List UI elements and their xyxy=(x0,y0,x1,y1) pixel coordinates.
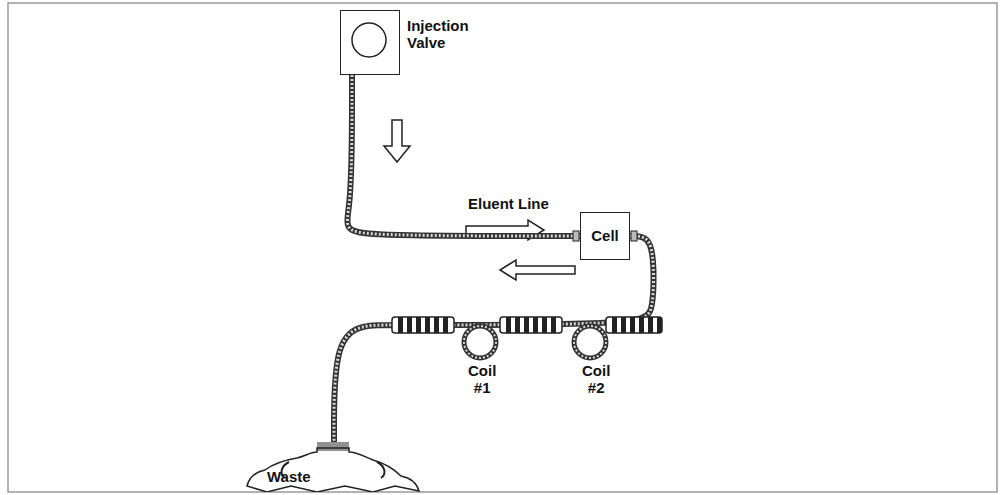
cap-thread xyxy=(317,450,349,451)
flow-arrow xyxy=(500,260,575,280)
cap-thread xyxy=(317,444,349,445)
border-frame xyxy=(8,3,997,492)
tubing-coil xyxy=(574,326,606,358)
tubing xyxy=(334,236,654,442)
fitting-band xyxy=(434,317,439,333)
fitting-band xyxy=(416,317,421,333)
tubing xyxy=(347,75,580,236)
flow-arrow xyxy=(384,120,410,162)
cap-thread xyxy=(317,442,349,443)
union-fitting xyxy=(392,317,454,333)
union-fitting xyxy=(500,317,562,333)
fitting-band xyxy=(524,317,529,333)
fitting-band xyxy=(407,317,412,333)
fitting-band xyxy=(648,317,653,333)
coil-label: Coil #1 xyxy=(468,362,496,397)
tubing xyxy=(347,75,580,236)
line-label: Eluent Line xyxy=(466,195,551,212)
fitting-band xyxy=(506,317,511,333)
fitting-band xyxy=(425,317,430,333)
fitting-band xyxy=(551,317,556,333)
fitting-band xyxy=(398,317,403,333)
fitting-band xyxy=(621,317,626,333)
tubing-coil xyxy=(574,326,606,358)
valve-label: Injection Valve xyxy=(407,17,469,52)
valve-rotor xyxy=(352,23,386,57)
fitting-band xyxy=(612,317,617,333)
union-fitting xyxy=(500,317,562,333)
cap-thread xyxy=(317,446,349,447)
bottle-outline xyxy=(247,448,419,492)
cell-box: Cell xyxy=(580,212,630,260)
cell-port xyxy=(573,231,579,241)
tubing xyxy=(334,236,654,442)
fitting-band xyxy=(443,317,448,333)
cap-thread xyxy=(317,448,349,449)
tubing xyxy=(334,236,654,442)
union-fitting xyxy=(392,317,454,333)
union-fitting xyxy=(606,317,662,333)
waste-label: Waste xyxy=(267,468,311,485)
tubing xyxy=(347,75,580,236)
tubing-coil xyxy=(464,326,496,358)
fitting-band xyxy=(533,317,538,333)
tubing-coil xyxy=(464,326,496,358)
fitting-band xyxy=(657,317,662,333)
fitting-band xyxy=(630,317,635,333)
fitting-band xyxy=(515,317,520,333)
waste-bottle: Waste xyxy=(245,442,421,492)
valve-rotor xyxy=(341,11,398,73)
fitting-band xyxy=(542,317,547,333)
cell-port xyxy=(631,231,637,241)
fitting-band xyxy=(639,317,644,333)
injection-valve: Injection Valve xyxy=(340,10,400,75)
cell-label: Cell xyxy=(591,227,619,244)
union-fitting xyxy=(606,317,662,333)
coil-label: Coil #2 xyxy=(582,362,610,397)
